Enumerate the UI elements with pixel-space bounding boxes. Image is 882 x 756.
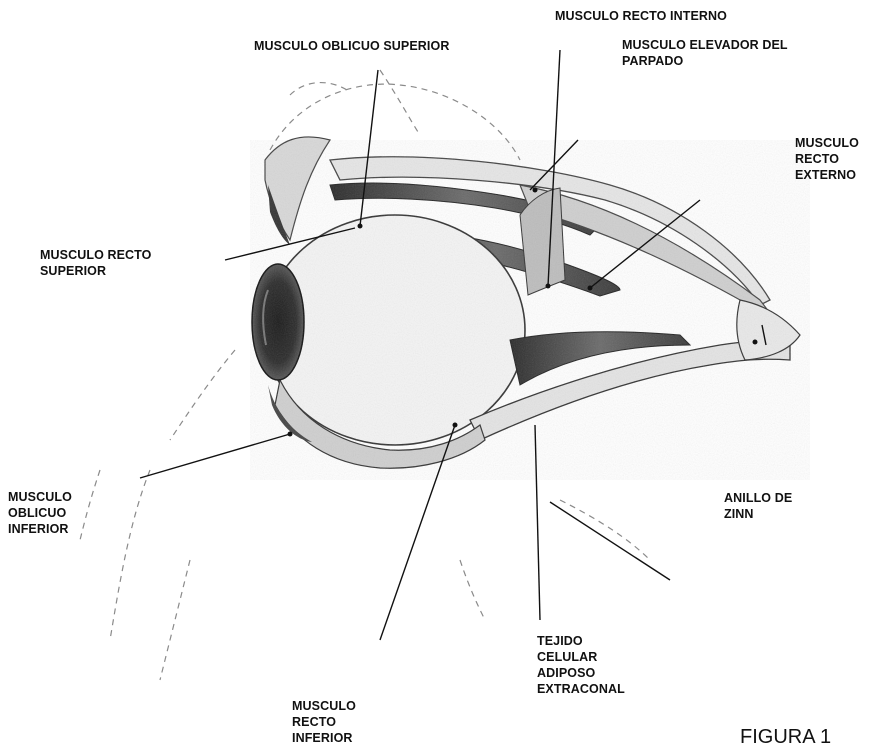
label-elevador-parpado: MUSCULO ELEVADOR DEL PARPADO (622, 37, 788, 69)
figure-caption: FIGURA 1 (740, 726, 831, 749)
label-tejido-celular: TEJIDO CELULAR ADIPOSO EXTRACONAL (537, 633, 625, 697)
label-oblicuo-superior: MUSCULO OBLICUO SUPERIOR (254, 38, 449, 54)
leader-anillo-zinn-2 (550, 502, 670, 580)
label-recto-externo: MUSCULO RECTO EXTERNO (795, 135, 859, 183)
label-recto-superior: MUSCULO RECTO SUPERIOR (40, 247, 152, 279)
label-anillo-zinn: ANILLO DE ZINN (724, 490, 792, 522)
label-recto-interno: MUSCULO RECTO INTERNO (555, 8, 727, 24)
label-recto-inferior: MUSCULO RECTO INFERIOR (292, 698, 356, 746)
label-oblicuo-inferior: MUSCULO OBLICUO INFERIOR (8, 489, 72, 537)
